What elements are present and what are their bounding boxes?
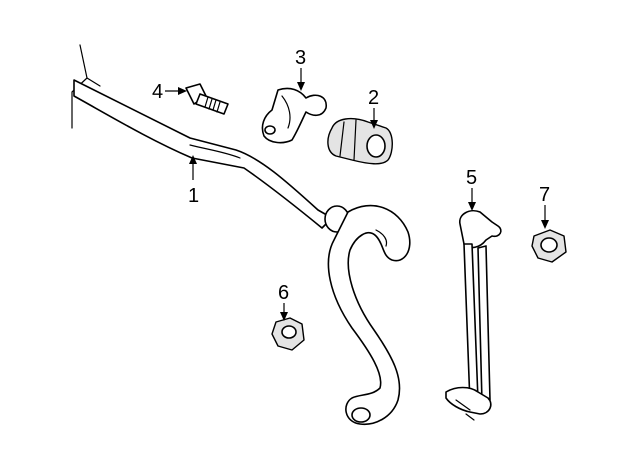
callout-3: 3 [295,47,306,91]
callout-7: 7 [539,184,550,229]
callout-6: 6 [278,282,289,321]
callout-4: 4 [152,81,187,103]
svg-text:7: 7 [539,184,550,206]
bushing-bracket[interactable] [261,87,327,144]
svg-text:3: 3 [295,47,306,69]
svg-text:5: 5 [466,167,477,189]
callout-2: 2 [368,87,379,129]
nut-6[interactable] [271,317,305,351]
bolt[interactable] [185,83,229,115]
svg-text:1: 1 [188,185,199,207]
callout-5: 5 [466,167,477,211]
callout-1: 1 [188,155,199,207]
stabilizer-bar[interactable] [73,79,411,426]
nut-7[interactable] [531,229,567,263]
svg-text:2: 2 [368,87,379,109]
stabilizer-link[interactable] [445,209,502,421]
svg-text:6: 6 [278,282,289,304]
svg-text:4: 4 [152,81,163,103]
bushing[interactable] [327,117,393,165]
